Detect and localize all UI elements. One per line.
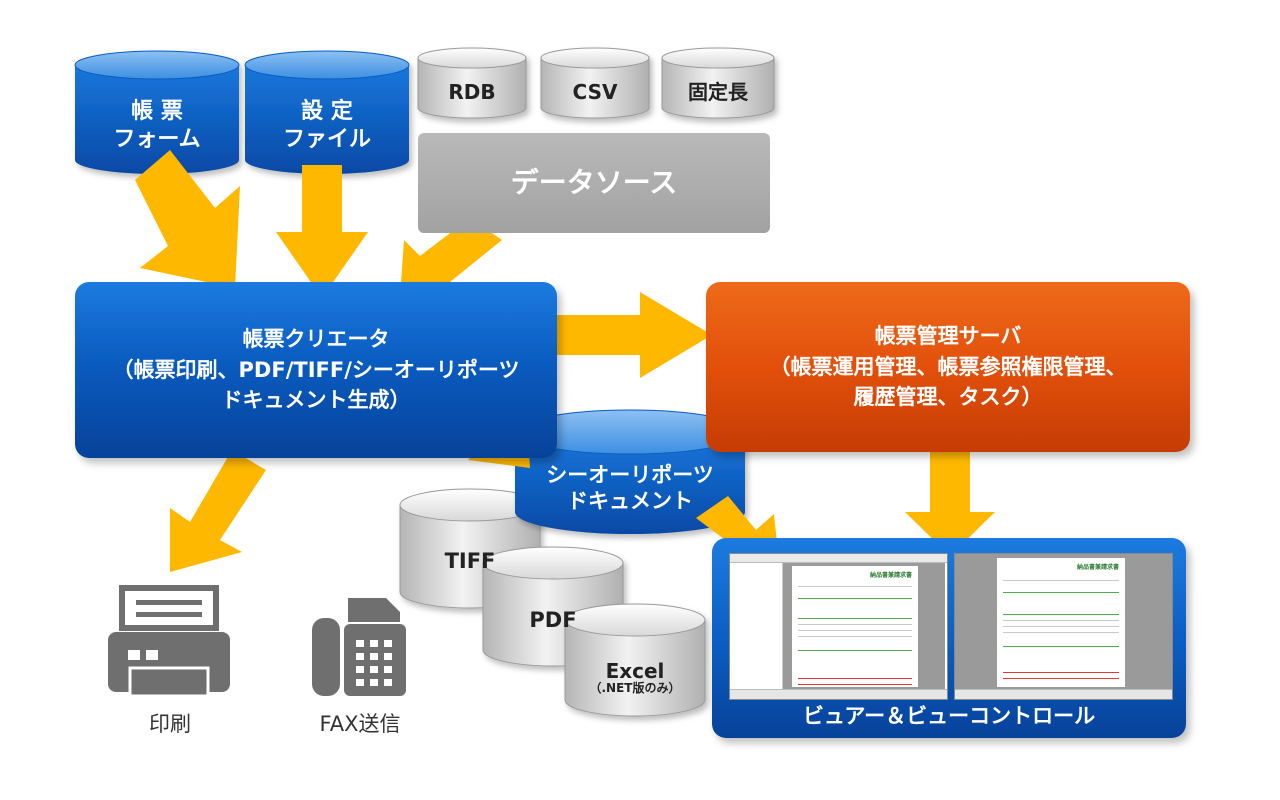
settings-label: 設 定 ファイル — [245, 98, 409, 153]
document-label: シーオーリポーツ ドキュメント — [515, 462, 745, 515]
viewer-screenshot-right: 納品書兼請求書 — [954, 553, 1173, 700]
fixed-length-cylinder — [661, 47, 775, 119]
arrow-settings-to-creator — [276, 165, 368, 298]
form-label-line2: フォーム — [113, 126, 201, 152]
data-source-box: データソース — [418, 133, 770, 233]
creator-line3: ドキュメント生成） — [221, 388, 411, 413]
excel-label: Excel （.NET版のみ） — [565, 660, 705, 695]
tiff-label: TIFF — [444, 549, 496, 573]
fax-icon — [312, 598, 406, 696]
creator-line2: （帳票印刷、PDF/TIFF/シーオーリポーツ — [112, 357, 520, 382]
data-source-label: データソース — [510, 165, 678, 199]
form-label: 帳 票 フォーム — [75, 98, 239, 153]
arrow-form-to-creator — [135, 150, 240, 288]
form-label-line1: 帳 票 — [131, 99, 183, 124]
excel-label-note: （.NET版のみ） — [589, 681, 681, 695]
settings-label-line2: ファイル — [282, 126, 371, 152]
viewer-doc-title-right: 納品書兼請求書 — [1076, 564, 1119, 571]
report-server-box: 帳票管理サーバ （帳票運用管理、帳票参照権限管理、 履歴管理、タスク） — [706, 282, 1190, 452]
fixed-length-label: 固定長 — [688, 80, 748, 104]
server-title: 帳票管理サーバ — [874, 324, 1022, 349]
rdb-label: RDB — [448, 80, 496, 104]
server-line2: （帳票運用管理、帳票参照権限管理、 — [769, 354, 1127, 379]
viewer-doc-page-right: 納品書兼請求書 — [997, 558, 1125, 687]
rdb-cylinder — [417, 47, 527, 119]
arrow-datasource-to-creator — [400, 218, 502, 300]
csv-label: CSV — [572, 80, 618, 104]
viewer-screenshot-left: 納品書兼請求書 — [729, 553, 948, 700]
document-label-line2: ドキュメント — [567, 489, 693, 514]
csv-cylinder — [540, 47, 650, 119]
printer-icon — [108, 585, 230, 698]
arrow-server-to-viewer — [905, 448, 995, 556]
settings-label-line1: 設 定 — [301, 99, 353, 124]
report-creator-box: 帳票クリエータ （帳票印刷、PDF/TIFF/シーオーリポーツ ドキュメント生成… — [75, 282, 557, 458]
settings-cylinder — [244, 50, 410, 174]
excel-label-title: Excel — [605, 659, 665, 683]
viewer-doc-title-left: 納品書兼請求書 — [869, 572, 912, 579]
arrow-creator-to-server — [548, 292, 712, 378]
server-line3: 履歴管理、タスク） — [853, 385, 1043, 410]
excel-cylinder — [564, 603, 706, 717]
fax-label: FAX送信 — [319, 712, 401, 736]
form-cylinder — [74, 50, 240, 174]
arrow-creator-to-print — [170, 450, 266, 572]
print-label: 印刷 — [149, 712, 191, 736]
viewer-label: ビュアー＆ビューコントロール — [802, 704, 1096, 728]
viewer-doc-page: 納品書兼請求書 — [792, 566, 918, 687]
creator-title: 帳票クリエータ — [242, 327, 390, 352]
pdf-label: PDF — [529, 608, 577, 632]
document-label-line1: シーオーリポーツ — [546, 463, 714, 487]
